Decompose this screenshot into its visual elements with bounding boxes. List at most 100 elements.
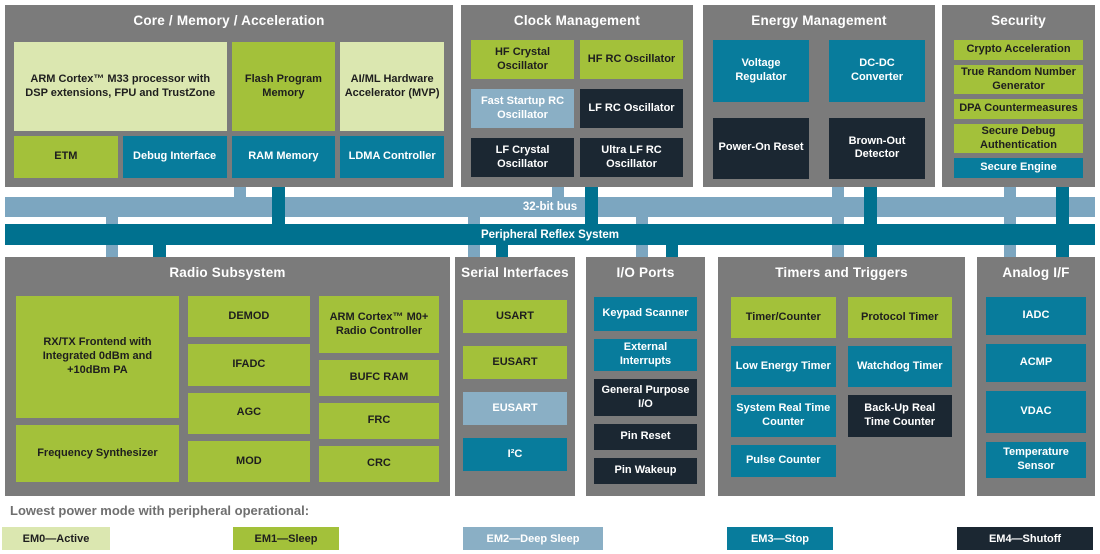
block-acmp: ACMP (986, 344, 1086, 382)
legend-swatch-em2-deep-sleep: EM2—Deep Sleep (463, 527, 603, 550)
section-core-memory-acceleration: Core / Memory / Acceleration ARM Cortex™… (5, 5, 453, 187)
timers-grid: Timer/Counter Protocol Timer Low Energy … (718, 286, 965, 496)
legend-swatch-em1-sleep: EM1—Sleep (233, 527, 339, 550)
radio-column-2: DEMOD IFADC AGC MOD (187, 296, 310, 482)
section-title: Clock Management (513, 13, 641, 28)
section-security: Security Crypto Acceleration True Random… (942, 5, 1095, 187)
core-grid: ARM Cortex™ M33 processor with DSP exten… (5, 34, 453, 187)
block-frc: FRC (318, 403, 439, 439)
section-energy-management: Energy Management Voltage Regulator DC-D… (703, 5, 935, 187)
block-ldma-controller: LDMA Controller (340, 136, 444, 178)
connector-energy-timers-dark (864, 187, 877, 257)
connector-serial-dark (496, 244, 508, 257)
section-title: I/O Ports (616, 265, 675, 280)
section-radio-subsystem: Radio Subsystem RX/TX Frontend with Inte… (5, 257, 450, 496)
radio-columns: RX/TX Frontend with Integrated 0dBm and … (5, 286, 450, 496)
section-io-ports: I/O Ports Keypad Scanner External Interr… (586, 257, 705, 496)
block-eusart-2: EUSART (463, 392, 567, 425)
block-keypad-scanner: Keypad Scanner (594, 297, 697, 331)
section-title: Energy Management (751, 13, 887, 28)
block-eusart-1: EUSART (463, 346, 567, 379)
block-ram-memory: RAM Memory (231, 136, 336, 178)
block-frequency-synthesizer: Frequency Synthesizer (16, 425, 179, 482)
block-lf-crystal-oscillator: LF Crystal Oscillator (471, 138, 574, 177)
block-system-real-time-counter: System Real Time Counter (731, 395, 836, 437)
section-timers-and-triggers: Timers and Triggers Timer/Counter Protoc… (718, 257, 965, 496)
block-pulse-counter: Pulse Counter (731, 445, 836, 477)
block-usart: USART (463, 300, 567, 333)
block-lf-rc-oscillator: LF RC Oscillator (580, 89, 683, 128)
section-analog-if: Analog I/F IADC ACMP VDAC Temperature Se… (977, 257, 1095, 496)
block-rx-tx-frontend: RX/TX Frontend with Integrated 0dBm and … (16, 296, 179, 418)
section-clock-management: Clock Management HF Crystal Oscillator H… (461, 5, 693, 187)
block-watchdog-timer: Watchdog Timer (847, 346, 952, 387)
block-vdac: VDAC (986, 391, 1086, 433)
block-debug-interface: Debug Interface (122, 136, 227, 178)
block-hf-crystal-oscillator: HF Crystal Oscillator (471, 40, 574, 79)
radio-column-1: RX/TX Frontend with Integrated 0dBm and … (16, 296, 179, 482)
section-title: Serial Interfaces (461, 265, 569, 280)
block-ai-ml-accelerator: AI/ML Hardware Accelerator (MVP) (340, 42, 444, 131)
connector-io-dark (666, 244, 678, 257)
block-voltage-regulator: Voltage Regulator (713, 40, 809, 102)
block-dc-dc-converter: DC-DC Converter (829, 40, 925, 102)
block-low-energy-timer: Low Energy Timer (731, 346, 836, 387)
block-external-interrupts: External Interrupts (594, 339, 697, 371)
io-column: Keypad Scanner External Interrupts Gener… (586, 286, 705, 496)
block-ifadc: IFADC (187, 344, 310, 386)
block-timer-counter: Timer/Counter (731, 297, 836, 338)
block-flash-program-memory: Flash Program Memory (231, 42, 336, 131)
block-general-purpose-io: General Purpose I/O (594, 379, 697, 416)
block-true-random-number-generator: True Random Number Generator (954, 65, 1083, 94)
serial-column: USART EUSART EUSART I²C (455, 286, 575, 496)
section-serial-interfaces: Serial Interfaces USART EUSART EUSART I²… (455, 257, 575, 496)
connector-clock-dark (585, 187, 598, 225)
block-pin-wakeup: Pin Wakeup (594, 458, 697, 484)
block-crc: CRC (318, 446, 439, 482)
block-crypto-acceleration: Crypto Acceleration (954, 40, 1083, 60)
connector-radio-dark (153, 244, 166, 257)
block-brown-out-detector: Brown-Out Detector (829, 117, 925, 179)
block-iadc: IADC (986, 297, 1086, 335)
block-agc: AGC (187, 392, 310, 434)
block-power-on-reset: Power-On Reset (713, 117, 809, 179)
block-protocol-timer: Protocol Timer (847, 297, 952, 338)
block-demod: DEMOD (187, 296, 310, 338)
connector-core-light (234, 187, 246, 199)
energy-grid: Voltage Regulator DC-DC Converter Power-… (703, 34, 935, 187)
block-arm-cortex-m33: ARM Cortex™ M33 processor with DSP exten… (14, 42, 227, 131)
radio-column-3: ARM Cortex™ M0+ Radio Controller BUFC RA… (318, 296, 439, 482)
block-secure-debug-authentication: Secure Debug Authentication (954, 124, 1083, 153)
block-etm: ETM (14, 136, 118, 178)
bus-prs-label: Peripheral Reflex System (480, 228, 620, 241)
connector-security-analog-dark (1056, 187, 1069, 257)
section-title: Core / Memory / Acceleration (133, 13, 325, 28)
block-bufc-ram: BUFC RAM (318, 360, 439, 396)
bus-peripheral-reflex-system: Peripheral Reflex System (5, 224, 1095, 245)
block-fast-startup-rc-oscillator: Fast Startup RC Oscillator (471, 89, 574, 128)
legend-swatch-em0-active: EM0—Active (2, 527, 110, 550)
security-column: Crypto Acceleration True Random Number G… (942, 34, 1095, 187)
section-title: Radio Subsystem (169, 265, 286, 280)
block-hf-rc-oscillator: HF RC Oscillator (580, 40, 683, 79)
section-title: Analog I/F (1002, 265, 1070, 280)
block-secure-engine: Secure Engine (954, 158, 1083, 178)
section-title: Security (991, 13, 1046, 28)
block-arm-cortex-m0-radio-controller: ARM Cortex™ M0+ Radio Controller (318, 296, 439, 353)
block-temperature-sensor: Temperature Sensor (986, 442, 1086, 478)
legend-swatch-em3-stop: EM3—Stop (727, 527, 833, 550)
block-dpa-countermeasures: DPA Countermeasures (954, 99, 1083, 119)
block-ultra-lf-rc-oscillator: Ultra LF RC Oscillator (580, 138, 683, 177)
clock-grid: HF Crystal Oscillator HF RC Oscillator F… (461, 34, 693, 187)
bus-32bit-label: 32-bit bus (522, 201, 578, 213)
connector-clock-light (552, 187, 564, 199)
section-title: Timers and Triggers (775, 265, 908, 280)
block-i2c: I²C (463, 438, 567, 471)
legend-title: Lowest power mode with peripheral operat… (10, 503, 310, 518)
legend-swatch-em4-shutoff: EM4—Shutoff (957, 527, 1093, 550)
block-backup-real-time-counter: Back-Up Real Time Counter (847, 395, 952, 437)
block-pin-reset: Pin Reset (594, 424, 697, 450)
bus-32bit: 32-bit bus (5, 197, 1095, 217)
analog-column: IADC ACMP VDAC Temperature Sensor (977, 286, 1095, 496)
